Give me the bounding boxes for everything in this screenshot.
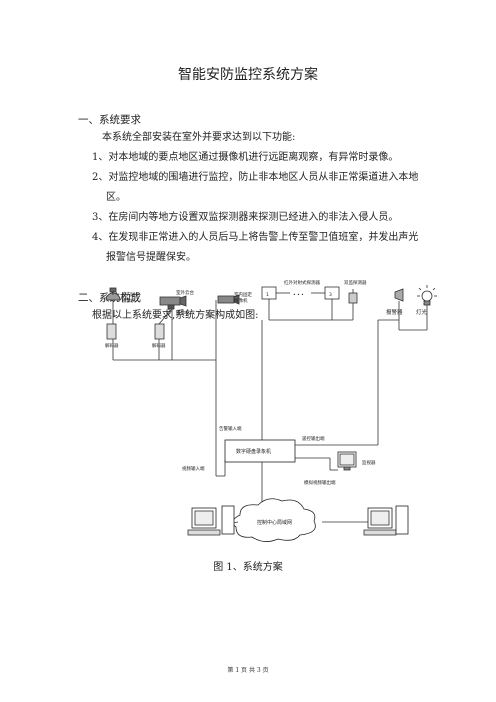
composition-intro: 根据以上系统要求,系统方案构成如图:: [92, 310, 259, 321]
requirement-item-4-cont: 报警信号提醒保安。: [106, 252, 196, 263]
network-cloud: [232, 498, 316, 542]
remote-output-label: 遥控输出端: [302, 435, 325, 442]
ir-detector-3: [324, 286, 340, 300]
dual-detector-icon: [348, 289, 358, 304]
ir-node-3: 3: [329, 292, 332, 298]
decoder2-label: 解码器: [152, 342, 166, 349]
section-heading-requirements: 一、系统要求: [78, 114, 141, 126]
cam2-label-line1: 室外云台: [176, 289, 194, 296]
dvr-box: [224, 439, 296, 463]
cam1-label-line1: 室内球形: [122, 291, 140, 298]
ir-node-1: 1: [266, 292, 269, 298]
light-label: 灯光: [416, 308, 428, 316]
fixed-camera-icon: [215, 294, 240, 314]
requirement-item-2-cont: 区。: [106, 192, 126, 203]
ir-detector-1: [261, 286, 277, 300]
monitor-icon: [337, 451, 357, 471]
workstation-left-icon: [187, 505, 235, 536]
requirement-item-3: 3、在房间内等地方设置双监探测器来探测已经进入的非法入侵人员。: [92, 212, 399, 223]
ir-detector-label: 红外对射式探测器: [284, 279, 320, 286]
requirement-item-4: 4、在发现非正常进入的人员后马上将告警上传至警卫值班室，并发出声光: [92, 232, 419, 243]
light-icon: [417, 285, 437, 306]
dual-detector-label: 双监探测器: [344, 279, 367, 286]
decoder-box-1: [106, 323, 117, 340]
monitor-label: 监视器: [362, 459, 376, 466]
alarm-input-label: 告警输入端: [219, 425, 242, 432]
document-title: 智能安防监控系统方案: [178, 67, 318, 83]
requirements-intro: 本系统全部安装在室外并要求达到以下功能:: [102, 132, 296, 143]
ir-dots: • • •: [293, 293, 304, 298]
requirement-item-2: 2、对监控地域的围墙进行监控，防止非本地区人员从非正常渠道进入本地: [92, 172, 419, 183]
alarm-label: 报警器: [386, 308, 403, 316]
requirement-item-1: 1、对本地域的要点地区通过摄像机进行远距离观察，有异常时录像。: [92, 152, 399, 163]
alarm-icon: [394, 288, 404, 308]
cam2-label-line2: 摄像机: [176, 309, 190, 316]
dvr-label: 数字硬盘录象机: [236, 448, 271, 455]
video-input-label: 视频输入端: [182, 465, 205, 472]
cam1-label-line2: 摄像机: [122, 297, 136, 304]
workstation-right-icon: [363, 505, 409, 536]
page-footer: 第 1 页 共 3 页: [227, 667, 269, 674]
cam3-label-line2: 摄像机: [234, 297, 248, 304]
dome-camera-icon: [105, 287, 121, 301]
network-label: 控制中心局域网: [257, 519, 292, 526]
ptz-camera-icon: [159, 295, 187, 310]
cam3-label-line1: 室内固定: [234, 291, 252, 298]
figure-caption: 图 1、系统方案: [213, 562, 283, 573]
analog-output-label: 模拟视频输出端: [304, 479, 336, 486]
decoder1-label: 解码器: [105, 342, 119, 349]
decoder-box-2: [154, 323, 165, 340]
